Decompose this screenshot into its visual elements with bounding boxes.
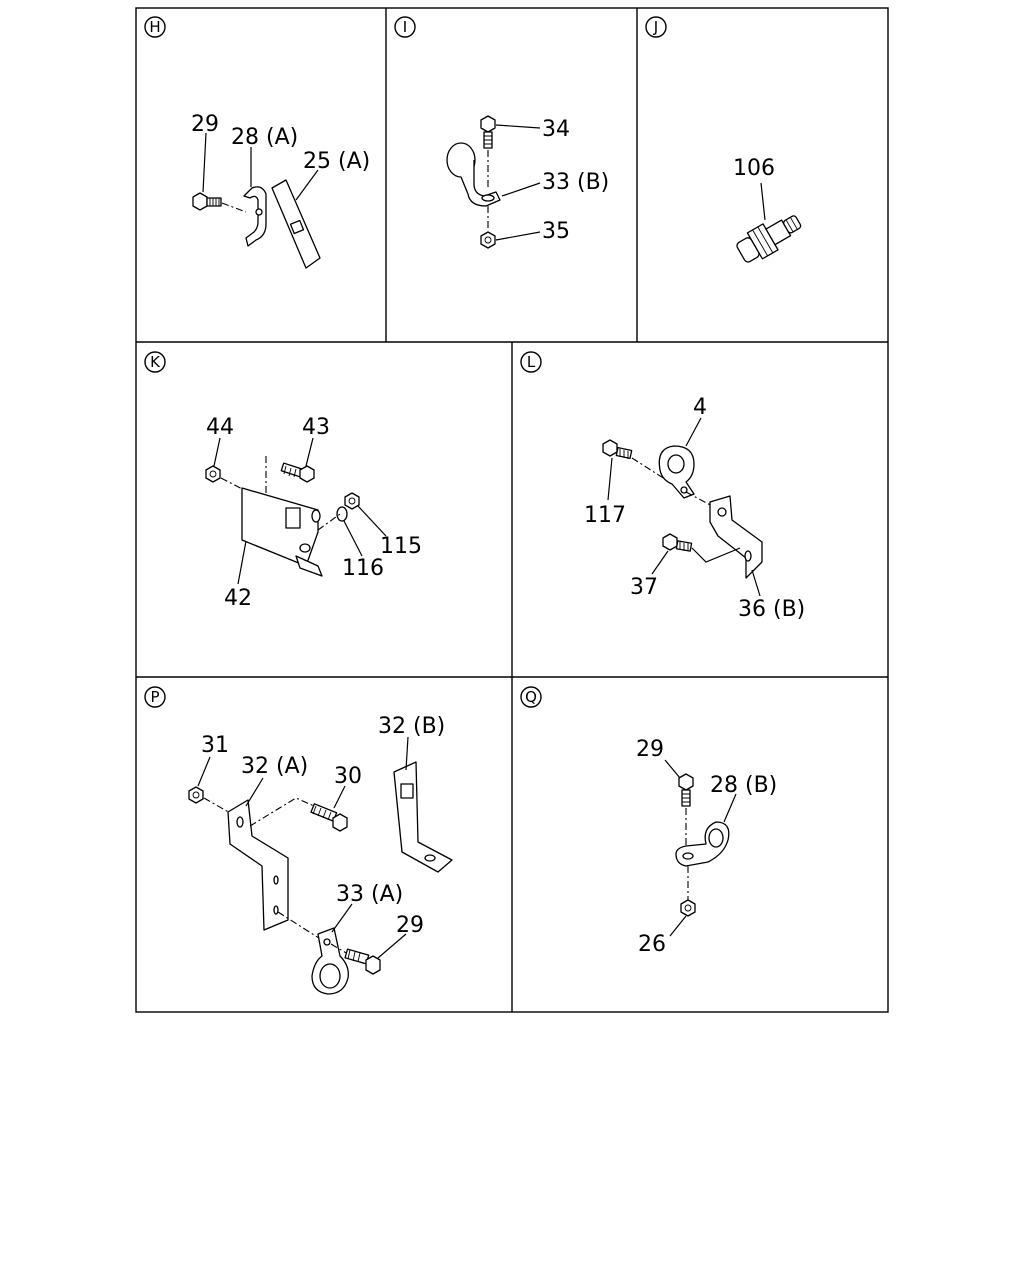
bracket-36b	[709, 495, 763, 579]
panel-h-badge	[144, 16, 166, 38]
label-33b: 33 (B)	[542, 170, 609, 195]
panel-i-id: I	[403, 18, 407, 36]
bolt-29-p	[344, 948, 381, 975]
connector-106	[736, 215, 802, 263]
label-33a: 33 (A)	[336, 882, 403, 907]
panel-q-id: Q	[525, 688, 537, 706]
label-29-q: 29	[636, 737, 664, 762]
label-31: 31	[201, 733, 229, 758]
label-43: 43	[302, 415, 330, 440]
label-32a: 32 (A)	[241, 754, 308, 779]
label-4: 4	[693, 395, 707, 420]
clamp-33a	[311, 927, 349, 995]
label-34: 34	[542, 117, 570, 142]
panel-k-id: K	[150, 353, 161, 371]
panel-q-badge	[520, 686, 542, 708]
panel-l-badge	[520, 351, 542, 373]
bracket-32a	[227, 799, 289, 931]
label-42: 42	[224, 586, 252, 611]
panel-p: P	[144, 686, 453, 995]
panel-h: H 29 28 (A) 25 (A)	[144, 16, 370, 269]
label-36b: 36 (B)	[738, 597, 805, 622]
nut-31	[188, 786, 204, 804]
label-29-p: 29	[396, 913, 424, 938]
panel-p-badge	[144, 686, 166, 708]
panel-l-id: L	[527, 353, 536, 371]
washer-116	[336, 506, 348, 522]
bolt-29	[192, 192, 222, 211]
panel-k-badge	[144, 351, 166, 373]
panel-grid	[135, 7, 889, 1013]
bolt-117	[602, 439, 633, 460]
bolt-30	[310, 803, 348, 832]
panel-h-id: H	[149, 18, 160, 36]
nut-44	[205, 465, 221, 483]
panel-p-id: P	[150, 688, 159, 706]
label-116: 116	[342, 556, 384, 581]
bracket-42	[241, 487, 323, 577]
bolt-34	[480, 115, 496, 149]
label-30: 30	[334, 764, 362, 789]
panel-q: Q 29 28 (B) 26	[520, 686, 777, 957]
label-117: 117	[584, 503, 626, 528]
label-106: 106	[733, 156, 775, 181]
nut-26	[680, 899, 696, 917]
label-44: 44	[206, 415, 234, 440]
plate-25a	[271, 179, 321, 269]
panel-k: K 44 43 115	[144, 351, 422, 611]
bolt-29-q	[678, 773, 694, 807]
nut-115	[344, 492, 360, 510]
clamp-28b	[675, 821, 730, 867]
nut-35	[480, 231, 496, 249]
bracket-32b	[393, 761, 453, 873]
panel-j: J 106	[645, 16, 802, 263]
label-29: 29	[191, 112, 219, 137]
label-37: 37	[630, 575, 658, 600]
bolt-37	[662, 533, 693, 552]
clamp-4	[658, 445, 695, 499]
label-26: 26	[638, 932, 666, 957]
clip-28a	[243, 186, 267, 247]
label-28b: 28 (B)	[710, 773, 777, 798]
label-35: 35	[542, 219, 570, 244]
bolt-43	[280, 462, 315, 483]
panel-j-id: J	[653, 18, 658, 36]
label-115: 115	[380, 534, 422, 559]
panel-l: L 4 117	[520, 351, 805, 622]
panel-i: I 34 33 (B) 35	[394, 16, 609, 249]
label-28a: 28 (A)	[231, 125, 298, 150]
panel-i-badge	[394, 16, 416, 38]
label-25a: 25 (A)	[303, 149, 370, 174]
panel-j-badge	[645, 16, 667, 38]
label-32b: 32 (B)	[378, 714, 445, 739]
clamp-33b	[446, 142, 501, 207]
